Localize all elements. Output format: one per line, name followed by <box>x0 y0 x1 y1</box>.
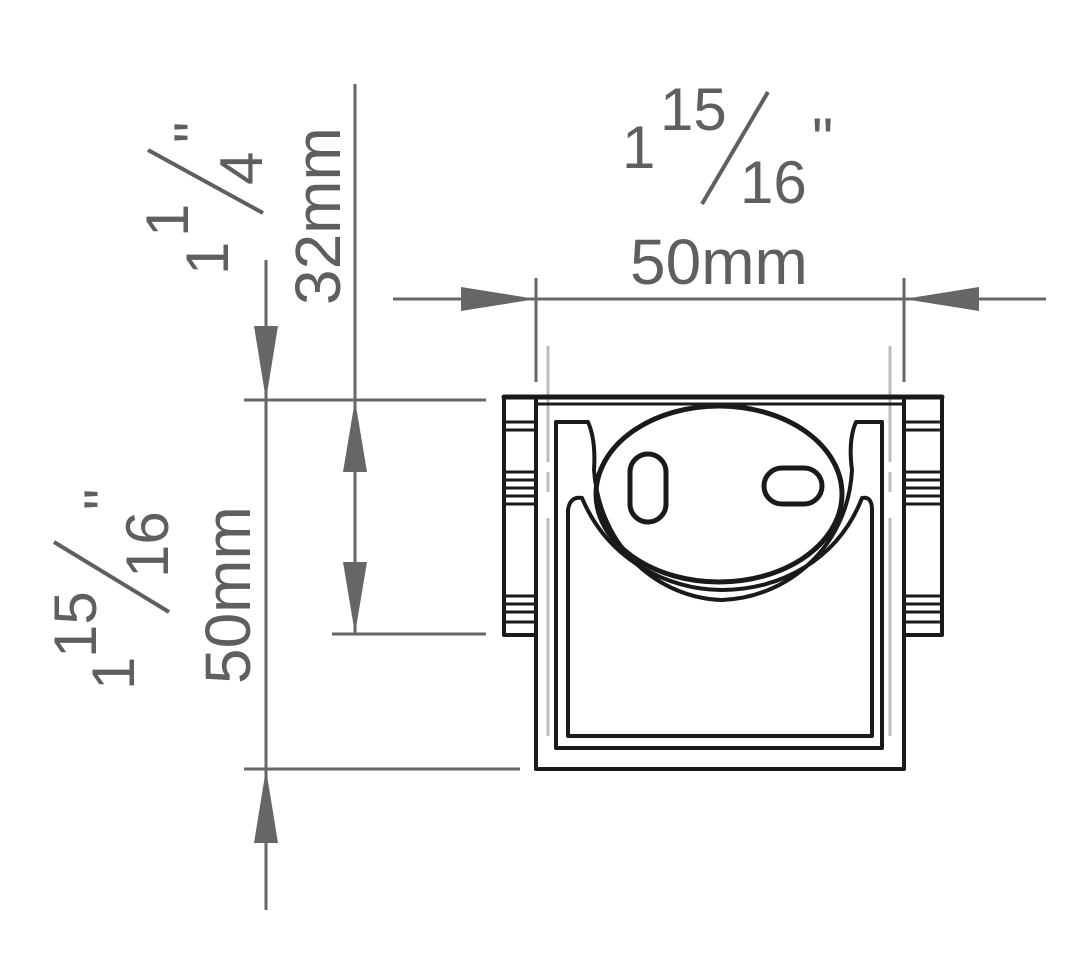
offset-fraction-bar <box>147 148 264 215</box>
height-arrow-up <box>254 769 278 843</box>
offset-imperial-label: 1 1 4 " <box>134 122 275 275</box>
width-dimension: 50mm 1 15 16 " <box>393 76 1046 382</box>
offset-dimension: 32mm 1 1 4 " <box>134 84 357 400</box>
height-fraction-bar <box>52 540 171 614</box>
width-metric-label: 50mm <box>630 226 808 298</box>
inner-depth-dimension <box>343 400 367 634</box>
offset-imperial-denominator: 4 <box>208 152 275 185</box>
width-arrow-right <box>904 287 979 311</box>
left-side-clip <box>502 395 538 637</box>
width-arrow-left <box>461 287 536 311</box>
cover-ellipse <box>593 403 845 585</box>
width-imperial-label: 1 15 16 " <box>622 76 833 216</box>
height-imperial-numerator: 15 <box>42 591 109 658</box>
offset-arrow-down <box>254 326 278 400</box>
height-inch-mark: " <box>72 489 139 510</box>
width-inch-mark: " <box>812 106 833 173</box>
horizontal-slot-hole <box>761 465 825 507</box>
offset-imperial-numerator: 1 <box>134 204 201 237</box>
offset-imperial-whole: 1 <box>174 242 241 275</box>
channel-profile <box>501 346 945 771</box>
height-metric-label: 50mm <box>192 506 264 684</box>
offset-metric-label: 32mm <box>282 127 354 305</box>
height-dimension: 50mm 1 15 16 " <box>42 400 278 910</box>
width-imperial-denominator: 16 <box>740 149 807 216</box>
right-side-clip <box>902 395 944 637</box>
inner-arrow-down <box>343 562 367 634</box>
inner-arrow-up <box>343 400 367 472</box>
inner-channel-wall-inner <box>566 495 874 738</box>
width-fraction-bar <box>700 90 770 206</box>
height-imperial-whole: 1 <box>80 657 147 690</box>
inner-channel-wall-outer <box>554 420 884 750</box>
height-imperial-label: 1 15 16 " <box>42 489 181 690</box>
width-imperial-numerator: 15 <box>660 76 727 143</box>
offset-inch-mark: " <box>162 122 229 143</box>
width-imperial-whole: 1 <box>622 114 655 181</box>
vertical-slot-hole <box>627 451 669 525</box>
height-imperial-denominator: 16 <box>114 511 181 578</box>
